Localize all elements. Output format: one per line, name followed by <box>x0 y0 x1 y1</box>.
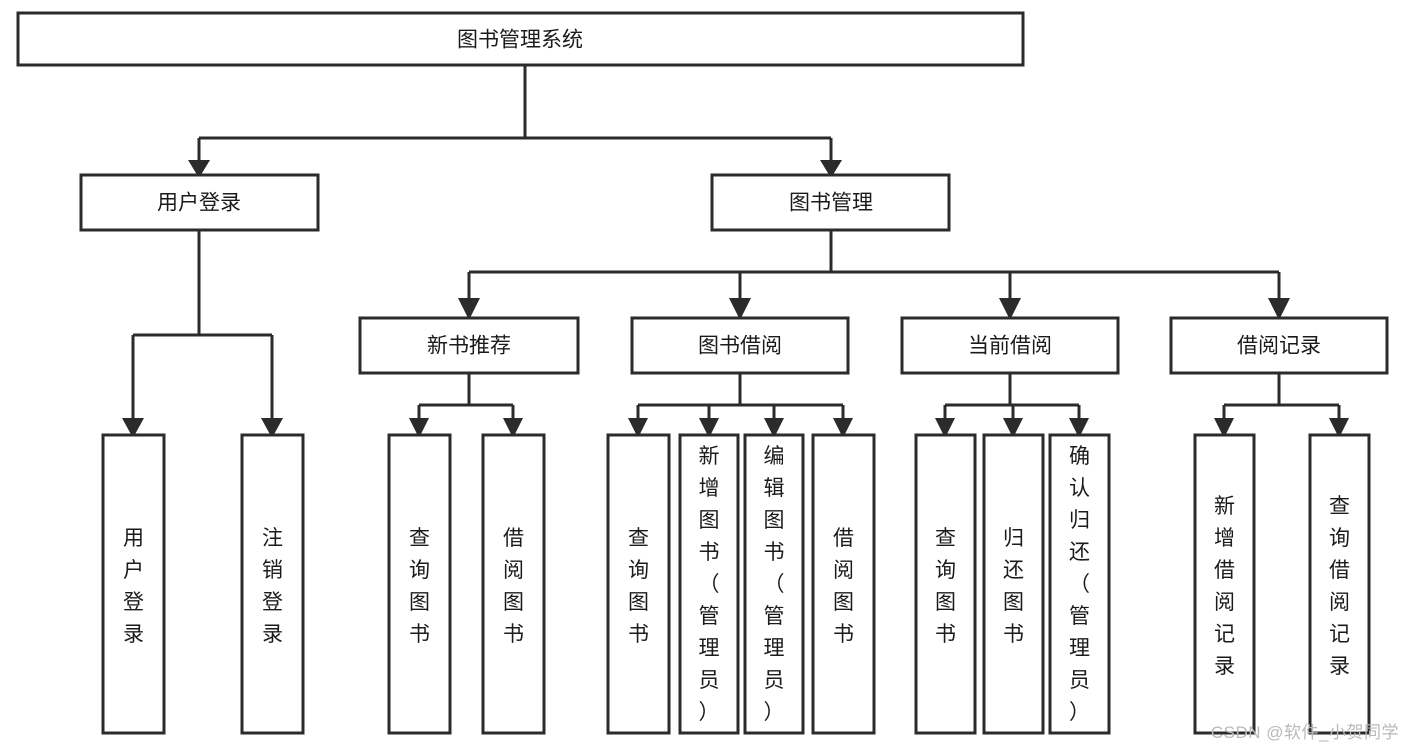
node-new-book-rec-box[interactable] <box>358 316 580 375</box>
leaf-bor-borrow-book-label: 借阅图书 <box>833 527 854 646</box>
arrowhead-leaf-rec-borrow-book <box>503 418 523 438</box>
leaf-bor-query-book-box[interactable] <box>606 433 671 735</box>
leaf-rec-query-book-label: 查询图书 <box>409 527 430 646</box>
csdn-watermark: CSDN @软件_小贺同学 <box>1210 723 1399 742</box>
leaf-cur-query-book-box[interactable] <box>914 433 977 735</box>
leaf-rec-add-record-box[interactable] <box>1193 433 1256 735</box>
arrowhead-leaf-user-login <box>122 418 144 438</box>
leaf-user-login[interactable]: 用户登录 <box>101 433 166 735</box>
arrowhead-leaf-rec-query-record <box>1329 418 1349 438</box>
node-book-borrow-box[interactable] <box>630 316 850 375</box>
leaf-bor-borrow-book-box[interactable] <box>811 433 876 735</box>
arrowhead-leaf-cur-confirm <box>1069 418 1089 438</box>
leaf-rec-query-record-label: 查询借阅记录 <box>1329 495 1350 678</box>
arrowhead-book-manage <box>820 160 842 178</box>
leaf-user-login-box[interactable] <box>101 433 166 735</box>
leaf-cur-confirm-box[interactable] <box>1048 433 1111 735</box>
arrowhead-user-login <box>188 160 210 178</box>
leaf-rec-borrow-book-label: 借阅图书 <box>503 527 524 646</box>
edge-group <box>122 65 1349 438</box>
edge-currentborrow-to-bus <box>943 373 1081 420</box>
leaf-rec-borrow-book[interactable]: 借阅图书 <box>481 433 546 735</box>
arrowhead-leaf-bor-query-book <box>628 418 648 438</box>
edge-userlogin-to-bus <box>131 230 274 420</box>
arrowhead-leaf-cur-return-book <box>1003 418 1023 438</box>
leaf-cur-confirm[interactable]: 确认归还（管理员） <box>1048 433 1111 735</box>
node-book-manage-box[interactable] <box>710 173 951 232</box>
leaf-bor-add-book-label: 新增图书（管理员） <box>699 445 720 724</box>
leaf-bor-edit-book-label: 编辑图书（管理员） <box>764 445 785 724</box>
arrowhead-current-borrow <box>999 298 1021 320</box>
node-book-manage[interactable]: 图书管理 <box>710 173 951 232</box>
node-current-borrow-box[interactable] <box>900 316 1120 375</box>
leaf-bor-borrow-book[interactable]: 借阅图书 <box>811 433 876 735</box>
leaf-bor-edit-book[interactable]: 编辑图书（管理员） <box>743 433 805 735</box>
node-user-login-label: 用户登录 <box>157 192 241 215</box>
edge-bookmanage-to-bus <box>467 230 1281 300</box>
arrowhead-book-borrow <box>729 298 751 320</box>
node-current-borrow[interactable]: 当前借阅 <box>900 316 1120 375</box>
leaf-bor-query-book-label: 查询图书 <box>628 527 649 646</box>
node-book-borrow[interactable]: 图书借阅 <box>630 316 850 375</box>
node-user-login[interactable]: 用户登录 <box>79 173 320 232</box>
node-new-book-rec-label: 新书推荐 <box>427 335 511 358</box>
leaf-user-logout-box[interactable] <box>240 433 305 735</box>
leaf-cur-return-book-label: 归还图书 <box>1003 527 1024 646</box>
arrowhead-borrow-record <box>1268 298 1290 320</box>
edge-newbookrec-to-bus <box>417 373 515 420</box>
leaf-user-login-label: 用户登录 <box>123 527 144 646</box>
node-borrow-record-label: 借阅记录 <box>1237 335 1321 358</box>
node-book-manage-label: 图书管理 <box>789 192 873 215</box>
node-borrow-record-box[interactable] <box>1169 316 1389 375</box>
edge-bookborrow-to-bus <box>636 373 845 420</box>
leaf-node-group: 用户登录 注销登录 查询图书 借阅图书 查询图书 新增图书（管理员） 编辑图书（管理员） 借阅… <box>101 433 1371 735</box>
leaf-rec-add-record-label: 新增借阅记录 <box>1214 495 1235 678</box>
arrowhead-leaf-rec-query-book <box>409 418 429 438</box>
leaf-bor-query-book[interactable]: 查询图书 <box>606 433 671 735</box>
edge-root-to-bus <box>197 65 833 162</box>
arrowhead-leaf-cur-query-book <box>935 418 955 438</box>
leaf-cur-return-book[interactable]: 归还图书 <box>982 433 1045 735</box>
leaf-rec-query-record-box[interactable] <box>1308 433 1371 735</box>
node-root-box[interactable] <box>16 11 1025 67</box>
node-root[interactable]: 图书管理系统 <box>16 11 1025 67</box>
leaf-user-logout[interactable]: 注销登录 <box>240 433 305 735</box>
leaf-cur-query-book[interactable]: 查询图书 <box>914 433 977 735</box>
leaf-bor-add-book-box[interactable] <box>678 433 740 735</box>
leaf-bor-add-book[interactable]: 新增图书（管理员） <box>678 433 740 735</box>
edge-borrowrecord-to-bus <box>1222 373 1341 420</box>
leaf-rec-query-book[interactable]: 查询图书 <box>387 433 452 735</box>
leaf-user-logout-label: 注销登录 <box>262 527 283 646</box>
leaf-cur-query-book-label: 查询图书 <box>935 527 956 646</box>
arrowhead-leaf-rec-add-record <box>1214 418 1234 438</box>
leaf-rec-add-record[interactable]: 新增借阅记录 <box>1193 433 1256 735</box>
leaf-rec-query-record[interactable]: 查询借阅记录 <box>1308 433 1371 735</box>
node-user-login-box[interactable] <box>79 173 320 232</box>
arrowhead-new-book-rec <box>458 298 480 320</box>
leaf-cur-confirm-label: 确认归还（管理员） <box>1069 445 1090 724</box>
leaf-cur-return-book-box[interactable] <box>982 433 1045 735</box>
node-borrow-record[interactable]: 借阅记录 <box>1169 316 1389 375</box>
node-root-label: 图书管理系统 <box>457 29 583 52</box>
leaf-bor-edit-book-box[interactable] <box>743 433 805 735</box>
node-new-book-rec[interactable]: 新书推荐 <box>358 316 580 375</box>
leaf-rec-query-book-box[interactable] <box>387 433 452 735</box>
arrowhead-leaf-bor-add-book <box>699 418 719 438</box>
node-current-borrow-label: 当前借阅 <box>968 335 1052 358</box>
arrowhead-leaf-user-logout <box>261 418 283 438</box>
node-book-borrow-label: 图书借阅 <box>698 335 782 358</box>
leaf-rec-borrow-book-box[interactable] <box>481 433 546 735</box>
arrowhead-leaf-bor-edit-book <box>764 418 784 438</box>
arrowhead-leaf-bor-borrow-book <box>833 418 853 438</box>
